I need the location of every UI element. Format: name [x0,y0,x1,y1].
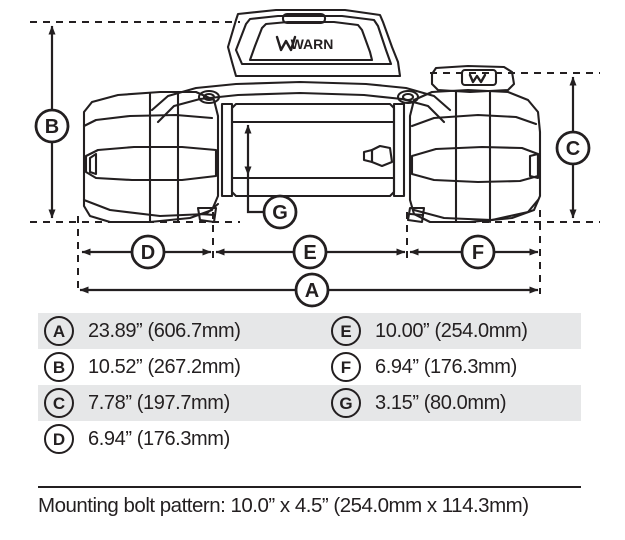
winch-body-outline: WARN [82,8,542,224]
right-housing-ridge-top [410,113,538,128]
extension-lines [30,21,600,294]
dim-badge-c: C [555,130,591,166]
warn-badge-plate [248,20,374,62]
left-housing-cavity-edge [88,152,98,176]
dim-badge-f-label: F [472,242,484,264]
mounting-bolt-pattern-note: Mounting bolt pattern: 10.0” x 4.5” (254… [38,494,529,517]
spec-value-e: 10.00” (254.0mm) [375,319,528,342]
spec-badge-a: A [44,316,74,346]
dim-badge-a-label: A [305,280,319,302]
dim-badge-a: A [294,272,330,308]
spec-badge-e: E [331,316,361,346]
tie-bar-bolt-left [197,89,221,105]
motor-housing-inner [234,14,393,66]
spec-badge-f: F [331,352,361,382]
upper-tie-bar-bottom [156,91,446,124]
left-housing-ridge-top [82,113,214,128]
winch-drawing: WARN [30,8,600,308]
dimension-spec-table: A 23.89” (606.7mm) E 10.00” (254.0mm) B … [38,313,581,457]
dim-badge-e-label: E [303,242,316,264]
motor-housing-top [226,8,402,78]
spec-cell-a: A 23.89” (606.7mm) [38,316,325,346]
spec-value-d: 6.94” (176.3mm) [88,427,230,450]
right-mounting-foot [406,206,426,224]
end-cap-badge-plate [460,68,498,87]
spec-badge-d: D [44,424,74,454]
dim-badge-g-label: G [272,202,288,224]
spec-badge-b: B [44,352,74,382]
right-housing-base-line [412,198,540,222]
left-housing-cavity [84,145,218,182]
table-divider [38,486,581,488]
tie-bar-bolt-left-inner [202,92,216,102]
dimension-arrows [48,25,577,294]
clutch-lever-stem [362,148,374,164]
drum-flange-left [220,102,234,198]
dim-badge-d-label: D [141,242,155,264]
carry-handle [281,12,327,25]
tie-bar-bolt-right [396,89,420,105]
tie-bar-bolt-right-inner [401,92,415,102]
dim-leader-g [246,175,264,214]
spec-cell-b: B 10.52” (267.2mm) [38,352,325,382]
spec-badge-c: C [44,388,74,418]
dim-badge-g: G [262,194,298,230]
table-row: D 6.94” (176.3mm) [38,421,581,457]
table-row: C 7.78” (197.7mm) G 3.15” (80.0mm) [38,385,581,421]
right-foot-line [408,212,425,217]
warn-logo-text: WARN [291,36,334,52]
dim-badge-e: E [292,234,328,270]
spec-cell-f: F 6.94” (176.3mm) [325,352,581,382]
dim-badge-f: F [460,234,496,270]
right-housing-cavity-edge [528,152,540,180]
drum-flange-right [392,102,406,198]
end-cap-w-logo [468,73,487,84]
upper-tie-bar-top [150,80,452,112]
spec-value-c: 7.78” (197.7mm) [88,391,230,414]
dim-badge-b-label: B [45,116,59,138]
left-end-housing [82,90,220,224]
left-foot-line [198,212,216,217]
spec-value-g: 3.15” (80.0mm) [375,391,507,414]
table-row: B 10.52” (267.2mm) F 6.94” (176.3mm) [38,349,581,385]
spec-value-f: 6.94” (176.3mm) [375,355,517,378]
warn-logo: WARN [275,35,334,52]
right-housing-cavity [410,145,540,184]
warn-logo-chevron [275,35,297,52]
clutch-lever [370,144,394,168]
left-housing-base-line [82,198,220,218]
table-row: A 23.89” (606.7mm) E 10.00” (254.0mm) [38,313,581,349]
spec-cell-e: E 10.00” (254.0mm) [325,316,581,346]
end-cap-cover [430,64,516,94]
spec-badge-g: G [331,388,361,418]
right-end-housing [408,88,542,224]
winch-dimension-diagram: WARN [30,8,600,308]
spec-value-b: 10.52” (267.2mm) [88,355,241,378]
dim-badge-d: D [130,234,166,270]
spec-cell-c: C 7.78” (197.7mm) [38,388,325,418]
dim-badge-b: B [34,108,70,144]
spec-value-a: 23.89” (606.7mm) [88,319,241,342]
spec-cell-g: G 3.15” (80.0mm) [325,388,581,418]
dimension-letter-badges: B C G D E F A [34,108,591,308]
dim-badge-c-label: C [566,138,580,160]
spec-cell-d: D 6.94” (176.3mm) [38,424,325,454]
